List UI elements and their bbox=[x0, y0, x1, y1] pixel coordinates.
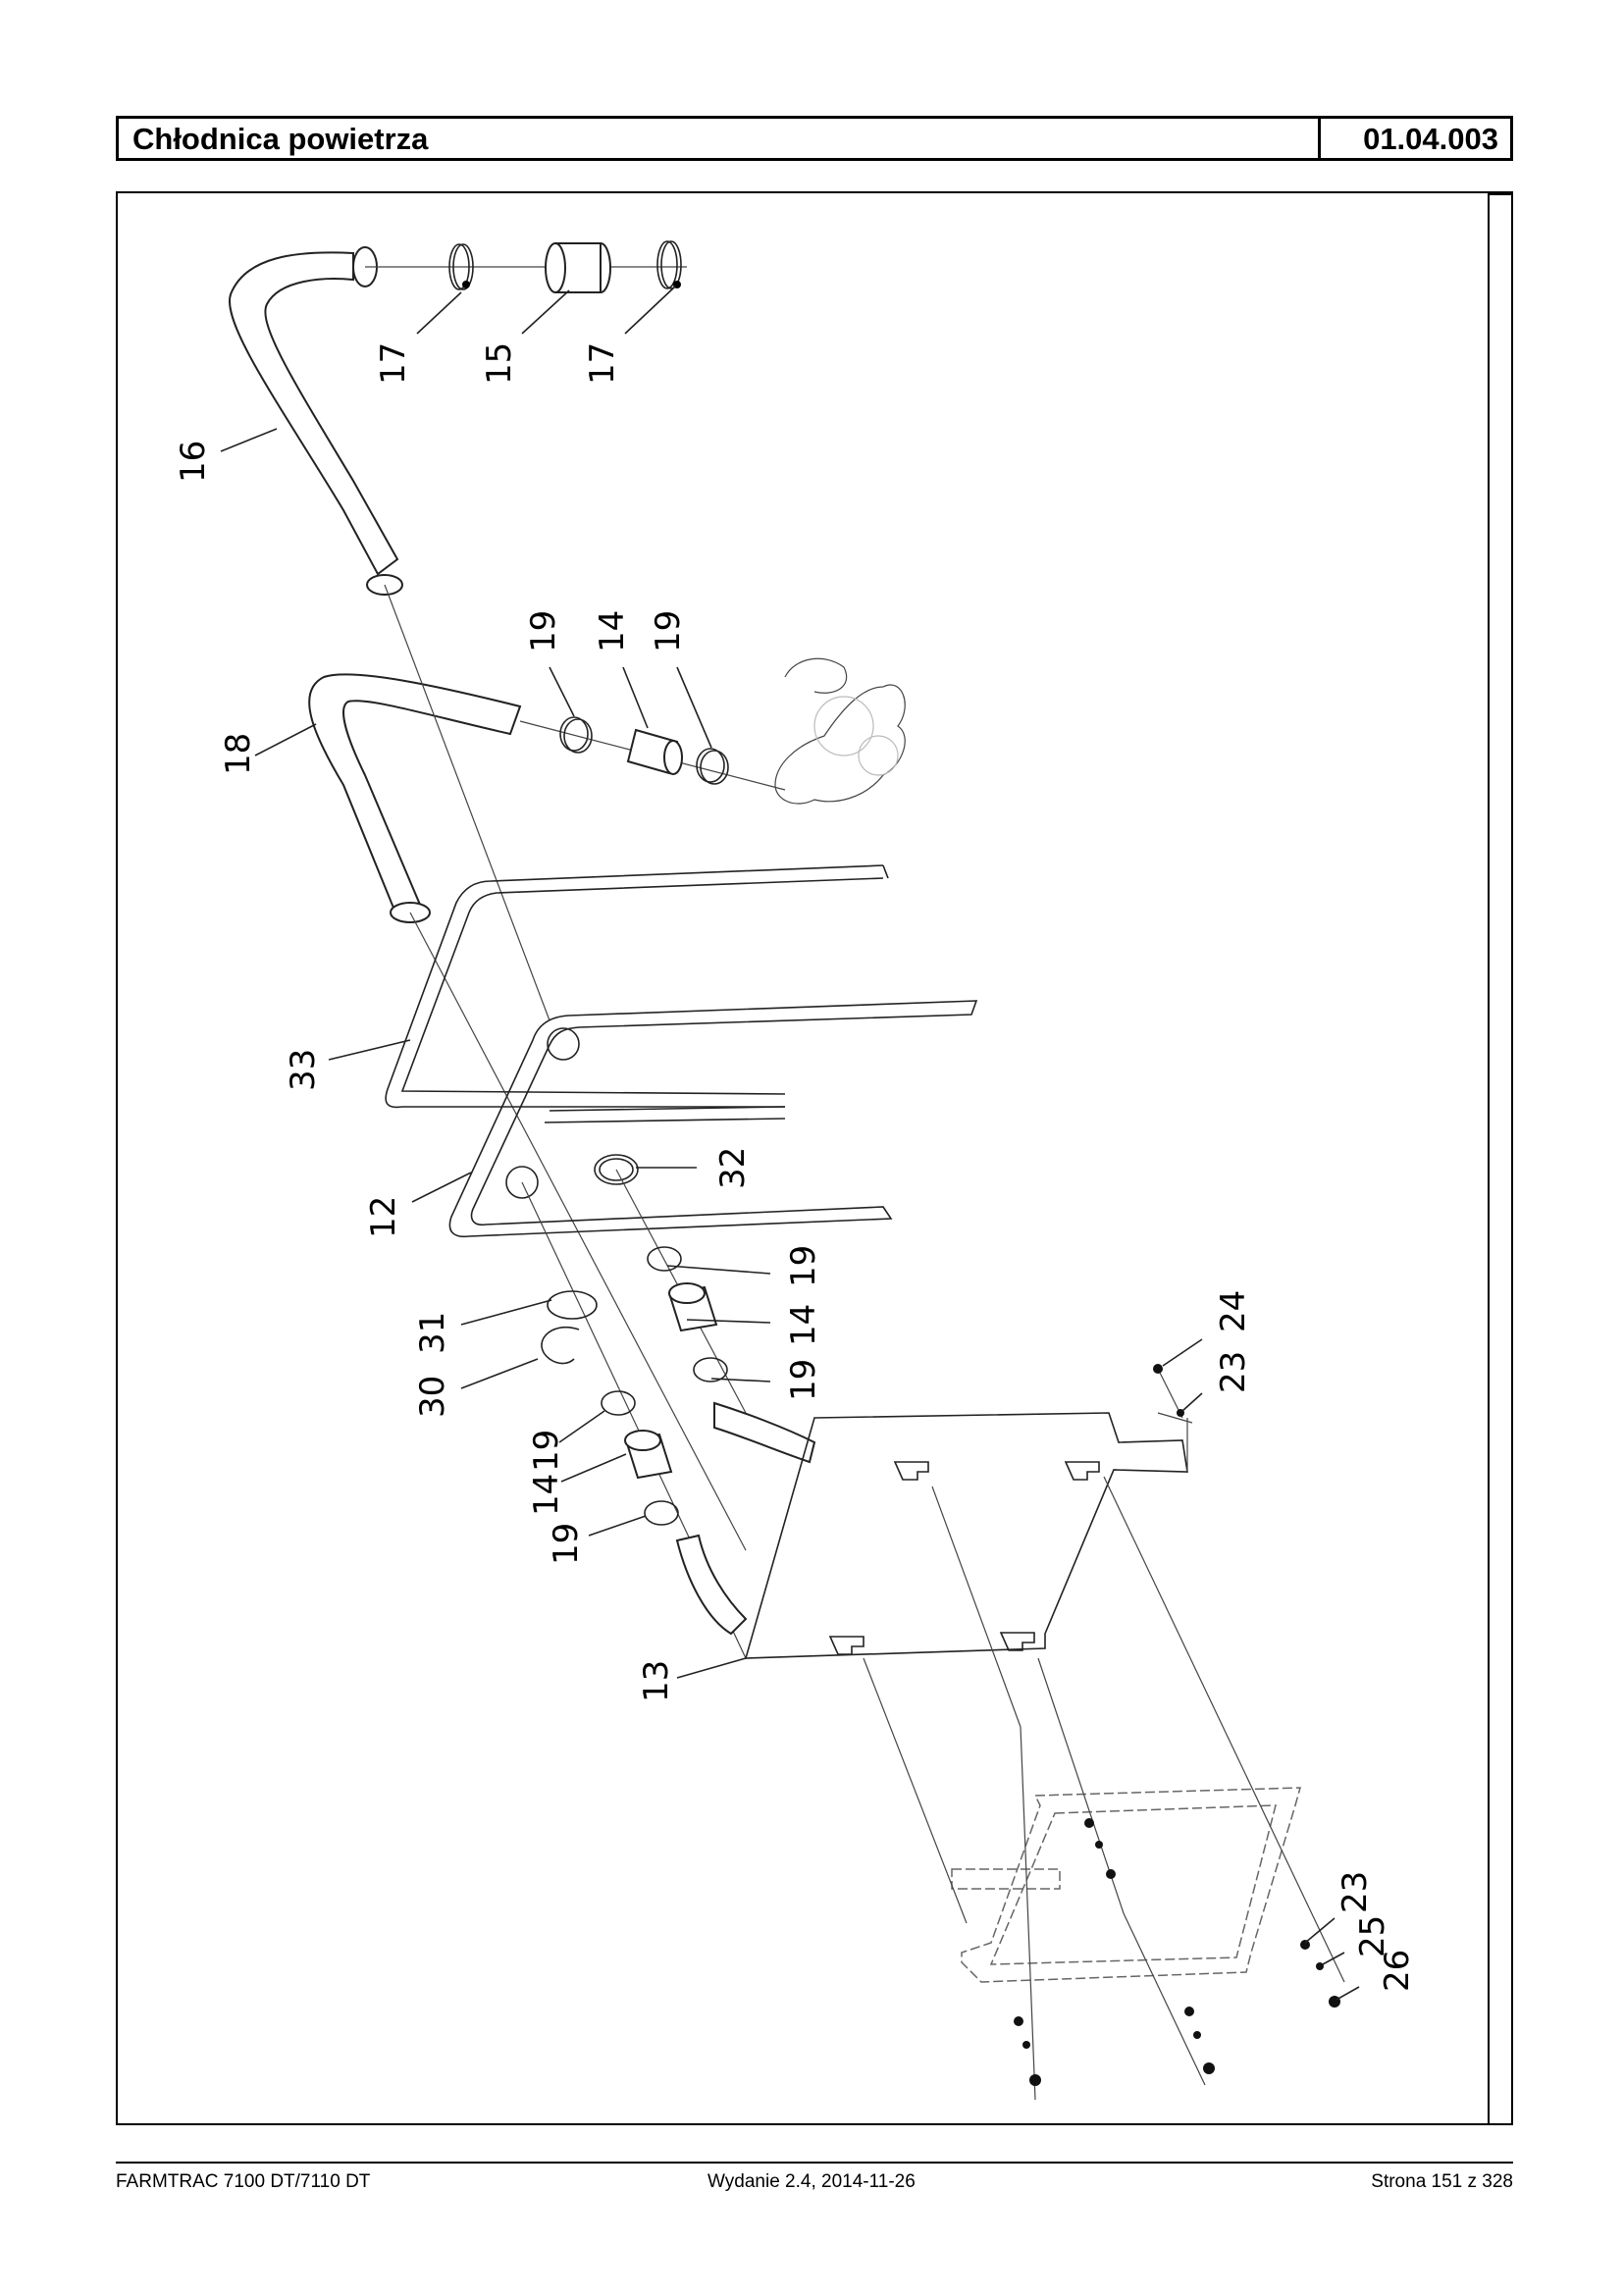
part-32-seal bbox=[594, 1154, 639, 1185]
callout-19: 19 bbox=[784, 1359, 823, 1401]
callout-23: 23 bbox=[1214, 1351, 1253, 1393]
leader-lines bbox=[220, 286, 1360, 2001]
frame-side-strip bbox=[1488, 193, 1490, 2123]
part-19-clamp-b bbox=[696, 748, 729, 785]
callout-12: 12 bbox=[364, 1196, 403, 1238]
hose-elbow-left bbox=[675, 1534, 748, 1636]
title-bar: Chłodnica powietrza 01.04.003 bbox=[116, 116, 1513, 161]
footer-rule bbox=[116, 2162, 1513, 2164]
callout-19: 19 bbox=[784, 1245, 823, 1287]
callout-16: 16 bbox=[174, 441, 213, 483]
part-33-frame bbox=[385, 864, 889, 1109]
callout-17: 17 bbox=[374, 342, 413, 385]
part-19-clamp-e bbox=[601, 1390, 636, 1416]
callout-31: 31 bbox=[413, 1312, 452, 1354]
part-19-clamp-d bbox=[693, 1357, 728, 1382]
page-title: Chłodnica powietrza bbox=[132, 122, 429, 156]
callout-14: 14 bbox=[784, 1304, 823, 1346]
frame-strip-top bbox=[1488, 193, 1513, 195]
callout-19: 19 bbox=[649, 610, 688, 652]
bottom-bracket bbox=[951, 1787, 1301, 1983]
callout-numbers: 17 15 17 16 19 14 19 18 33 12 32 19 14 1… bbox=[174, 342, 1417, 1992]
callout-19: 19 bbox=[524, 610, 563, 652]
part-19-clamp-f bbox=[644, 1500, 679, 1526]
part-18-pipe bbox=[308, 673, 522, 923]
part-17-clamp-top-left bbox=[448, 243, 474, 290]
callout-26: 26 bbox=[1378, 1950, 1417, 1992]
part-12-plate bbox=[448, 1000, 978, 1238]
turbocharger-sketch bbox=[774, 657, 906, 805]
part-group-code: 01.04.003 bbox=[1363, 122, 1498, 156]
footer-page-number: Strona 151 z 328 bbox=[1371, 2171, 1513, 2192]
callout-18: 18 bbox=[219, 733, 258, 775]
callout-32: 32 bbox=[713, 1147, 753, 1189]
part-13-intercooler bbox=[744, 1412, 1188, 1659]
fastener-lines bbox=[863, 1368, 1345, 2101]
part-16-pipe bbox=[228, 246, 403, 596]
callout-17: 17 bbox=[583, 342, 622, 385]
bolts-and-nuts bbox=[1014, 1364, 1340, 2086]
callout-30: 30 bbox=[413, 1376, 452, 1418]
drawing-frame bbox=[116, 191, 1513, 2125]
title-divider bbox=[1318, 119, 1321, 158]
callout-15: 15 bbox=[480, 342, 519, 385]
callout-23: 23 bbox=[1336, 1871, 1375, 1913]
part-19-clamp-a bbox=[559, 716, 593, 754]
callout-14: 14 bbox=[593, 610, 632, 652]
callout-19: 19 bbox=[547, 1523, 586, 1565]
part-19-clamp-c bbox=[647, 1246, 682, 1272]
callout-24: 24 bbox=[1214, 1290, 1253, 1332]
part-17-clamp-top-right bbox=[656, 240, 682, 289]
cooler-mount-tabs bbox=[828, 1461, 1100, 1655]
callout-25: 25 bbox=[1353, 1915, 1392, 1957]
hose-elbow-right bbox=[713, 1401, 816, 1464]
part-30-retainer bbox=[541, 1327, 580, 1365]
footer-model: FARMTRAC 7100 DT/7110 DT bbox=[116, 2171, 371, 2192]
callout-19: 19 bbox=[527, 1430, 566, 1472]
callout-13: 13 bbox=[637, 1660, 676, 1702]
callout-33: 33 bbox=[284, 1049, 323, 1091]
part-31-seal bbox=[547, 1290, 598, 1320]
axis-line bbox=[384, 584, 550, 1021]
callout-14: 14 bbox=[527, 1474, 566, 1516]
part-15-sleeve bbox=[545, 242, 611, 293]
part-14-hose-b bbox=[667, 1282, 718, 1332]
part-14-hose-c bbox=[624, 1430, 673, 1480]
part-14-hose-a bbox=[626, 728, 683, 775]
footer-edition: Wydanie 2.4, 2014-11-26 bbox=[707, 2171, 916, 2192]
